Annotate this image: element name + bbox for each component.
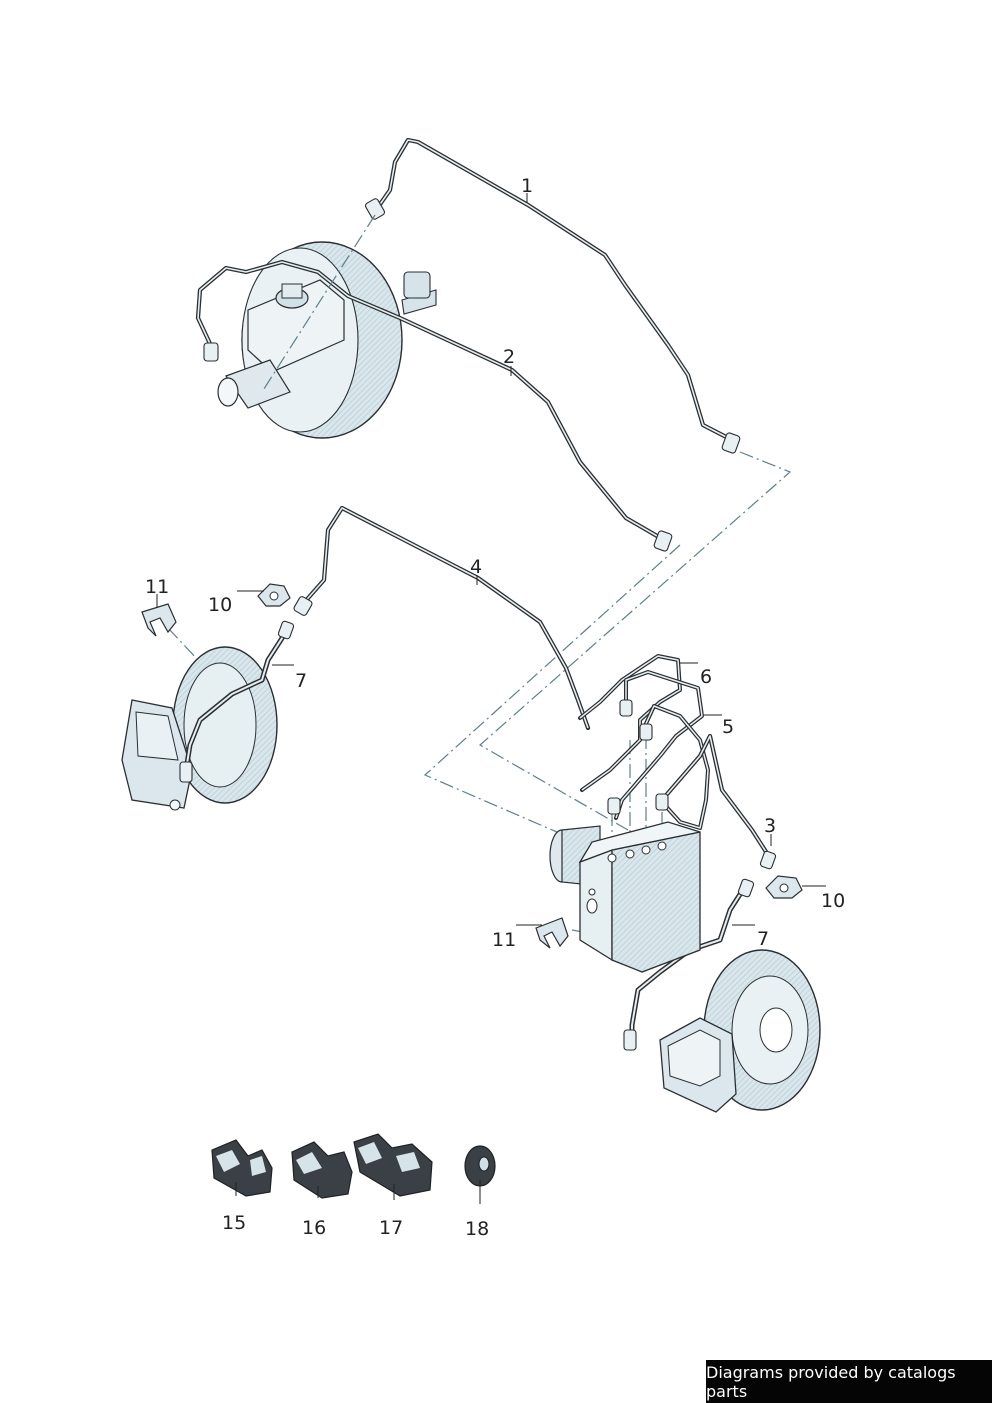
- clip-11-right: [535, 917, 569, 949]
- pipe-fittings-upper: [203, 198, 741, 552]
- clip-10-left: [257, 583, 291, 607]
- callout-11-left: 11: [145, 576, 170, 598]
- brake-pipe-3: [659, 733, 773, 861]
- callout-7-left: 7: [295, 670, 308, 692]
- abs-fittings: [607, 699, 777, 1051]
- callout-7-right: 7: [757, 928, 770, 950]
- callout-10-left: 10: [208, 594, 233, 616]
- brake-hose-7-left: [183, 629, 289, 773]
- brake-pipe-2: [195, 259, 667, 543]
- callout-17: 17: [379, 1217, 404, 1239]
- left-brake-caliper: [121, 699, 193, 811]
- bracket-17: [353, 1133, 433, 1197]
- brake-hose-7-right: [629, 885, 747, 1043]
- bracket-16: [291, 1141, 353, 1199]
- callout-leaders: [156, 193, 826, 1204]
- brake-pipe-6: [578, 654, 682, 792]
- callout-3: 3: [764, 815, 777, 837]
- master-cylinder: [217, 279, 345, 409]
- callout-6: 6: [700, 666, 713, 688]
- brake-pipe-5: [614, 670, 710, 830]
- bracket-15: [211, 1139, 273, 1197]
- abs-hydraulic-unit: [549, 821, 701, 973]
- callout-1: 1: [521, 175, 534, 197]
- callout-5: 5: [722, 716, 735, 738]
- callout-18: 18: [465, 1218, 490, 1240]
- callout-2: 2: [503, 346, 516, 368]
- clip-10-right: [765, 875, 803, 899]
- callout-11-right: 11: [492, 929, 517, 951]
- callout-4: 4: [470, 556, 483, 578]
- brake-pipe-1: [373, 137, 735, 443]
- brake-pipe-4: [299, 505, 591, 731]
- left-fittings: [179, 596, 313, 783]
- credit-banner: Diagrams provided by catalogs parts: [706, 1360, 992, 1403]
- callout-10-right: 10: [821, 890, 846, 912]
- right-brake-caliper: [659, 1017, 737, 1113]
- callout-16: 16: [302, 1217, 327, 1239]
- clip-11-left: [141, 603, 177, 637]
- callout-15: 15: [222, 1212, 247, 1234]
